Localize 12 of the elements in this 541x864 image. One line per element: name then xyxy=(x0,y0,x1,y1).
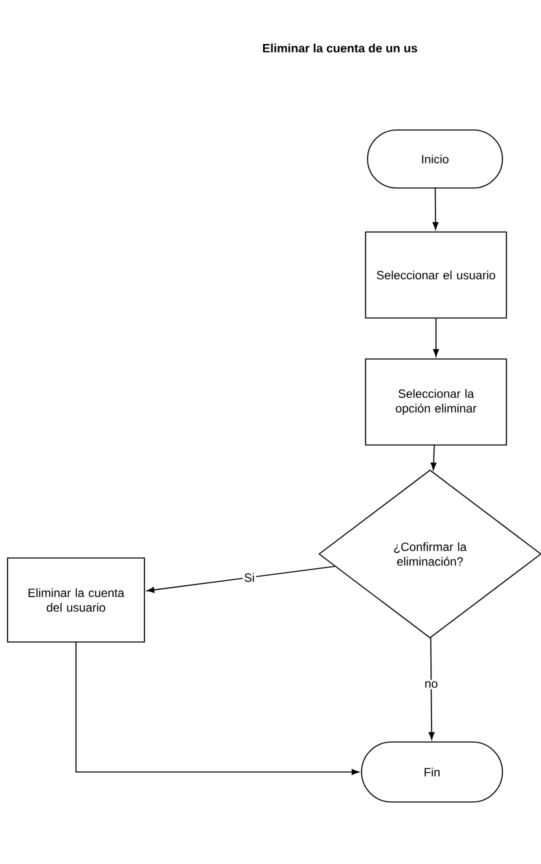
arrow xyxy=(430,446,437,470)
process-box: Eliminar la cuenta del usuario xyxy=(7,557,145,643)
process-box: Seleccionar la opción eliminar xyxy=(365,358,507,446)
edge-label: Si xyxy=(242,572,256,584)
process-box: Seleccionar el usuario xyxy=(365,231,507,319)
arrow xyxy=(433,318,439,357)
arrow xyxy=(75,642,360,775)
title: Eliminar la cuenta de un us xyxy=(263,44,418,52)
arrow xyxy=(432,188,438,230)
edge-label: no xyxy=(423,680,440,690)
arrow xyxy=(146,566,335,593)
arrow xyxy=(428,638,435,740)
